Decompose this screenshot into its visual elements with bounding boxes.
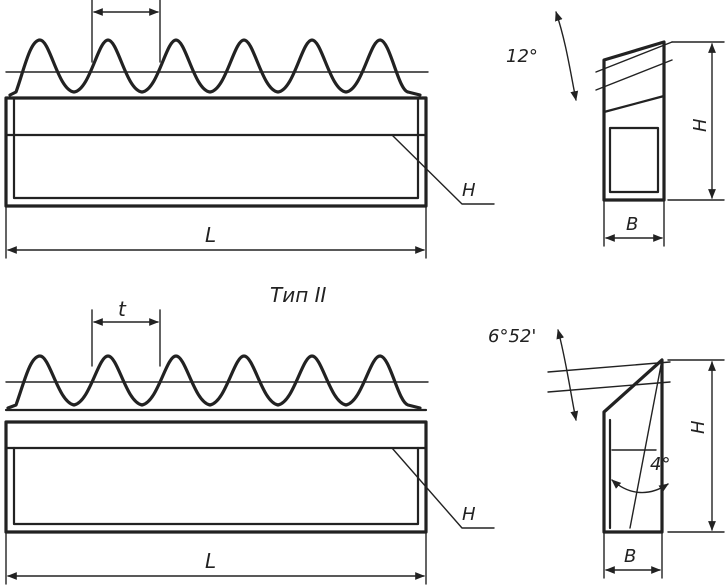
type2-depth-leader	[391, 447, 495, 529]
type2-front-view: L t H	[4, 297, 495, 585]
type2-angle-label: 6°52'	[488, 326, 536, 347]
type1-front-view: L H	[4, 0, 495, 259]
type1-body	[4, 96, 428, 208]
type2-pitch-label: t	[118, 297, 127, 321]
type2-depth-label: H	[462, 504, 476, 525]
type2-side-view: 6°52' 4° H B	[488, 326, 725, 579]
type2-height-label: H	[688, 420, 709, 434]
type1-depth-label: H	[462, 180, 476, 201]
type2-body	[4, 420, 428, 534]
type1-side-view: 12° H B	[506, 11, 725, 247]
type1-length-label: L	[205, 223, 216, 247]
type2-width-label: B	[624, 546, 636, 567]
type1-depth-leader	[391, 134, 495, 205]
type-ii-title: Тип II	[270, 283, 327, 307]
type1-angle-label: 12°	[506, 46, 538, 67]
type2-tilt-label: 4°	[650, 454, 670, 475]
type2-tooth-profile	[6, 354, 422, 410]
type2-length-label: L	[205, 549, 216, 573]
type1-tooth-profile	[8, 38, 422, 97]
type1-width-label: B	[626, 214, 638, 235]
type2-side-profile	[602, 358, 664, 534]
type1-height-label: H	[690, 118, 711, 132]
